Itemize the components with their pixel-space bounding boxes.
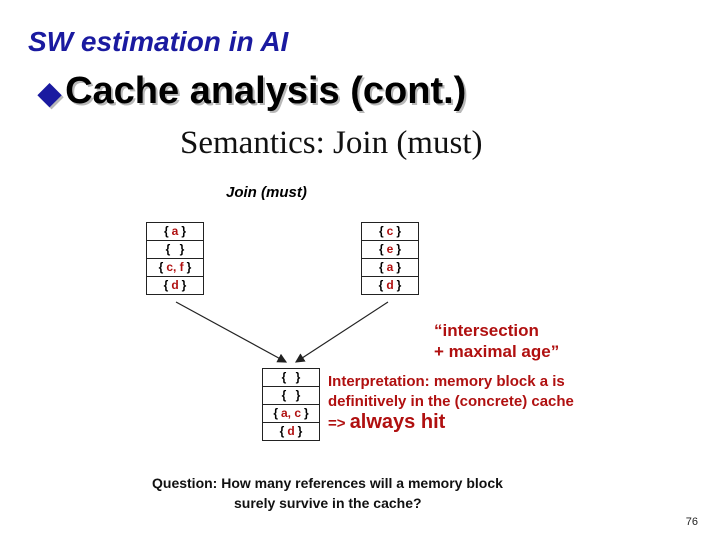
open-brace: { [281,370,287,384]
close-brace: } [186,260,192,274]
cache-line-value: d [386,278,394,292]
joined-cache-state: { }{ }{a, c}{d} [262,368,320,441]
cache-line: {d} [362,276,418,294]
close-brace: } [295,370,301,384]
close-brace: } [295,388,301,402]
interpretation-prefix: => [328,415,350,432]
open-brace: { [163,224,169,238]
question-text: Question: How many references will a mem… [152,473,503,513]
left-join-arrow [175,301,288,363]
cache-line-value: a, c [280,406,301,420]
close-brace: } [396,278,402,292]
interpretation-note: Interpretation: memory block a is defini… [328,372,574,434]
cache-line-value [286,370,295,384]
cache-line: {c} [362,222,418,240]
close-brace: } [179,242,185,256]
cache-line: { } [263,368,319,386]
cache-line-value: a [386,260,394,274]
open-brace: { [163,278,169,292]
cache-line-value: a [171,224,179,238]
close-brace: } [396,224,402,238]
open-brace: { [281,388,287,402]
intersection-note-line1: “intersection [434,321,539,340]
always-hit-text: always hit [349,411,446,433]
cache-line: {e} [362,240,418,258]
right-join-arrow [294,301,389,363]
page-number: 76 [685,516,698,528]
interpretation-line3: => always hit [328,412,574,434]
close-brace: } [181,224,187,238]
cache-line: {a, c} [263,404,319,422]
cache-line-value [286,388,295,402]
open-brace: { [378,224,384,238]
bullet-heading-text: Cache analysis (cont.) [65,70,467,112]
interpretation-line1: Interpretation: memory block a is [328,373,565,390]
open-brace: { [165,242,171,256]
question-line2: surely survive in the cache? [234,495,422,511]
cache-line: {d} [147,276,203,294]
cache-line-value: c, f [166,260,184,274]
close-brace: } [181,278,187,292]
open-brace: { [378,260,384,274]
close-brace: } [297,424,303,438]
open-brace: { [273,406,278,420]
close-brace: } [396,242,402,256]
open-brace: { [378,278,384,292]
cache-line: {c, f} [147,258,203,276]
right-cache-state: {c}{e}{a}{d} [361,222,419,295]
cache-line-value: d [171,278,179,292]
diamond-bullet-icon: ◆ [38,77,62,110]
cache-line: {d} [263,422,319,440]
cache-line: { } [263,386,319,404]
open-brace: { [378,242,384,256]
cache-line-value: c [386,224,394,238]
cache-line-value: e [386,242,394,256]
slide-title: SW estimation in AI [28,26,289,57]
interpretation-line2: definitively in the (concrete) cache [328,393,574,410]
bullet-heading: ◆Cache analysis (cont.) [38,70,466,113]
close-brace: } [304,406,309,420]
cache-line: { } [147,240,203,258]
cache-line: {a} [147,222,203,240]
intersection-note: “intersection + maximal age” [434,320,559,362]
left-cache-state: {a}{ }{c, f}{d} [146,222,204,295]
intersection-note-line2: + maximal age” [434,342,560,361]
cache-line: {a} [362,258,418,276]
close-brace: } [396,260,402,274]
figure-title: Semantics: Join (must) [180,125,483,161]
question-line1: Question: How many references will a mem… [152,475,503,491]
join-label: Join (must) [226,184,307,201]
cache-line-value: d [287,424,295,438]
open-brace: { [279,424,285,438]
open-brace: { [158,260,164,274]
cache-line-value [170,242,179,256]
